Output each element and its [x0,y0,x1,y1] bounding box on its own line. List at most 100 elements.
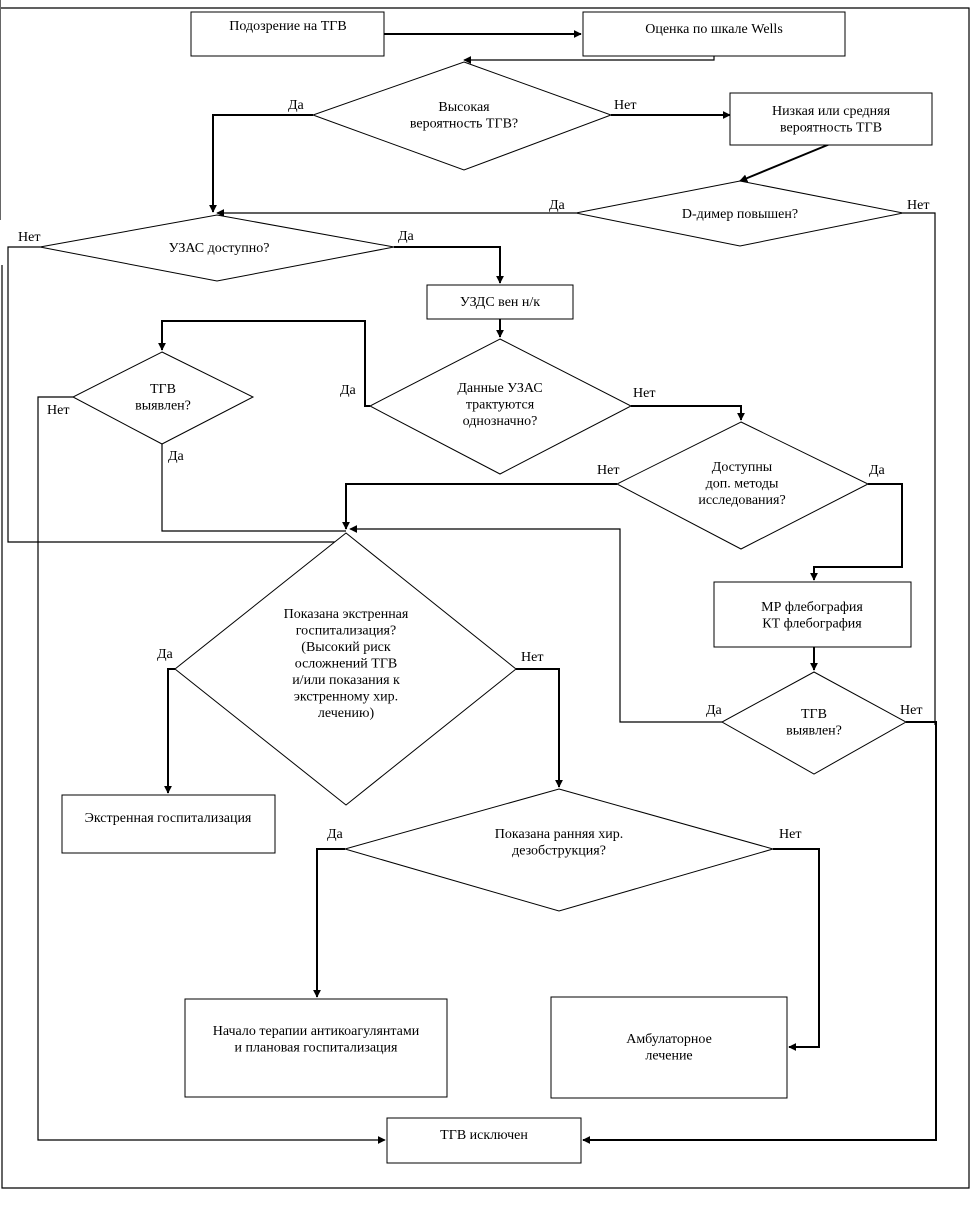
node-text-line: выявлен? [135,399,191,414]
label-clear-yes: Да [340,383,357,398]
node-tgv-found2: ТГВ выявлен? [720,671,908,775]
arrow-wells-highprob [463,56,715,64]
arrow-surg-no [773,848,820,1051]
node-text: Низкая или средняя вероятность ТГВ [772,104,891,136]
label-emergency-yes: Да [157,647,174,662]
label-found2-no: Нет [900,703,922,718]
node-text-line: Данные УЗАС [457,381,542,396]
node-text-line: лечению) [318,706,375,721]
node-text-line: однозначно? [463,414,538,429]
arrow-found2-no [582,721,937,1144]
node-suspicion: Подозрение на ТГВ [190,11,385,57]
label-uzas-no: Нет [18,230,40,245]
node-text-line: Амбулаторное [626,1032,712,1047]
node-text-line: трактуются [466,398,535,413]
node-text-line: доп. методы [706,477,779,492]
label-extra-yes: Да [869,463,886,478]
node-anticoag: Начало терапии антикоагулянтами и планова… [184,998,448,1098]
node-ambulatory: Амбулаторное лечение [550,996,788,1099]
arrow-emergency-no [516,668,563,788]
node-mr-ct: МР флебография КТ флебография [713,581,912,648]
arrow-clear-yes [158,320,370,407]
node-emergency-q: Показана экстренная госпитализация?(Высок… [174,532,517,806]
node-early-surg: Показана ранняя хир. дезобструкция? [343,788,775,912]
label-surg-no: Нет [779,827,801,842]
node-text-line: ТГВ [801,707,827,722]
node-text: Показана ранняя хир. дезобструкция? [495,827,623,859]
arrow-extra-no [342,483,617,530]
node-text-line: Доступны [712,460,773,475]
line-uzas-no [7,246,346,543]
node-text-line: и плановая госпитализация [235,1041,399,1056]
node-text-line: Начало терапии антикоагулянтами [213,1024,420,1039]
node-text: Амбулаторное лечение [626,1032,712,1064]
node-text: ТГВ исключен [440,1128,528,1143]
arrow-found2-yes [349,525,722,723]
node-low-mid: Низкая или средняя вероятность ТГВ [729,92,933,146]
arrow-highprob-yes [209,114,313,213]
line-found1-yes [161,444,346,532]
node-wells: Оценка по шкале Wells [582,11,846,57]
node-text-line: МР флебография [761,600,863,615]
node-text-line: лечение [645,1049,692,1064]
node-text-line: и/или показания к [292,673,400,688]
node-text-line: (Высокий риск [301,640,391,655]
label-uzas-yes: Да [398,229,415,244]
node-text-line: УЗДС вен н/к [460,295,540,310]
arrow-emergency-yes [164,668,175,794]
arrow-surg-yes [313,848,345,998]
node-text: ТГВ выявлен? [786,707,842,739]
node-text-line: вероятность ТГВ [780,121,882,136]
node-text-line: Показана ранняя хир. [495,827,623,842]
node-text-line: исследования? [698,493,785,508]
node-text-line: выявлен? [786,724,842,739]
node-text-line: Оценка по шкале Wells [645,22,783,37]
node-text-line: Подозрение на ТГВ [229,19,346,34]
node-text: ТГВ выявлен? [135,382,191,414]
line-ddimer-no [903,212,936,725]
node-text: УЗДС вен н/к [460,295,540,310]
node-text-line: Экстренная госпитализация [85,811,252,826]
node-text: Показана экстренная госпитализация?(Высок… [284,607,409,721]
node-ddimer: D-димер повышен? [575,180,904,247]
arrow-lowmid-ddimer [739,143,831,182]
label-found2-yes: Да [706,703,723,718]
label-surg-yes: Да [327,827,344,842]
node-text-line: дезобструкция? [512,844,606,859]
node-text-line: D-димер повышен? [682,207,798,222]
node-text-line: Показана экстренная [284,607,409,622]
arrow-uzas-yes [394,246,504,284]
connectors [7,30,937,1144]
node-text-line: Низкая или средняя [772,104,891,119]
node-text-line: КТ флебография [762,617,862,632]
node-text-line: ТГВ [150,382,176,397]
label-found1-no: Нет [47,403,69,418]
node-text: D-димер повышен? [682,207,798,222]
node-text-line: экстренному хир. [294,690,398,705]
arrow-found1-no [37,396,386,1144]
node-uzds: УЗДС вен н/к [426,284,574,320]
node-uzas-avail: УЗАС доступно? [39,214,395,282]
node-tgv-found1: ТГВ выявлен? [71,351,255,445]
node-text-line: госпитализация? [296,624,396,639]
edge-labels: Да Нет Да Нет Нет Да Да Нет Нет Да Нет Д… [18,98,929,842]
label-emergency-no: Нет [521,650,543,665]
label-found1-yes: Да [168,449,185,464]
label-clear-no: Нет [633,386,655,401]
node-text-line: УЗАС доступно? [169,241,270,256]
node-emergency-hosp: Экстренная госпитализация [61,794,276,854]
arrow-extra-yes [810,483,903,581]
label-ddimer-no: Нет [907,198,929,213]
node-text: Начало терапии антикоагулянтами и планова… [213,1024,420,1056]
node-text-line: вероятность ТГВ? [410,117,518,132]
node-text: Оценка по шкале Wells [645,22,783,37]
node-text: Подозрение на ТГВ [229,19,346,34]
label-highprob-yes: Да [288,98,305,113]
